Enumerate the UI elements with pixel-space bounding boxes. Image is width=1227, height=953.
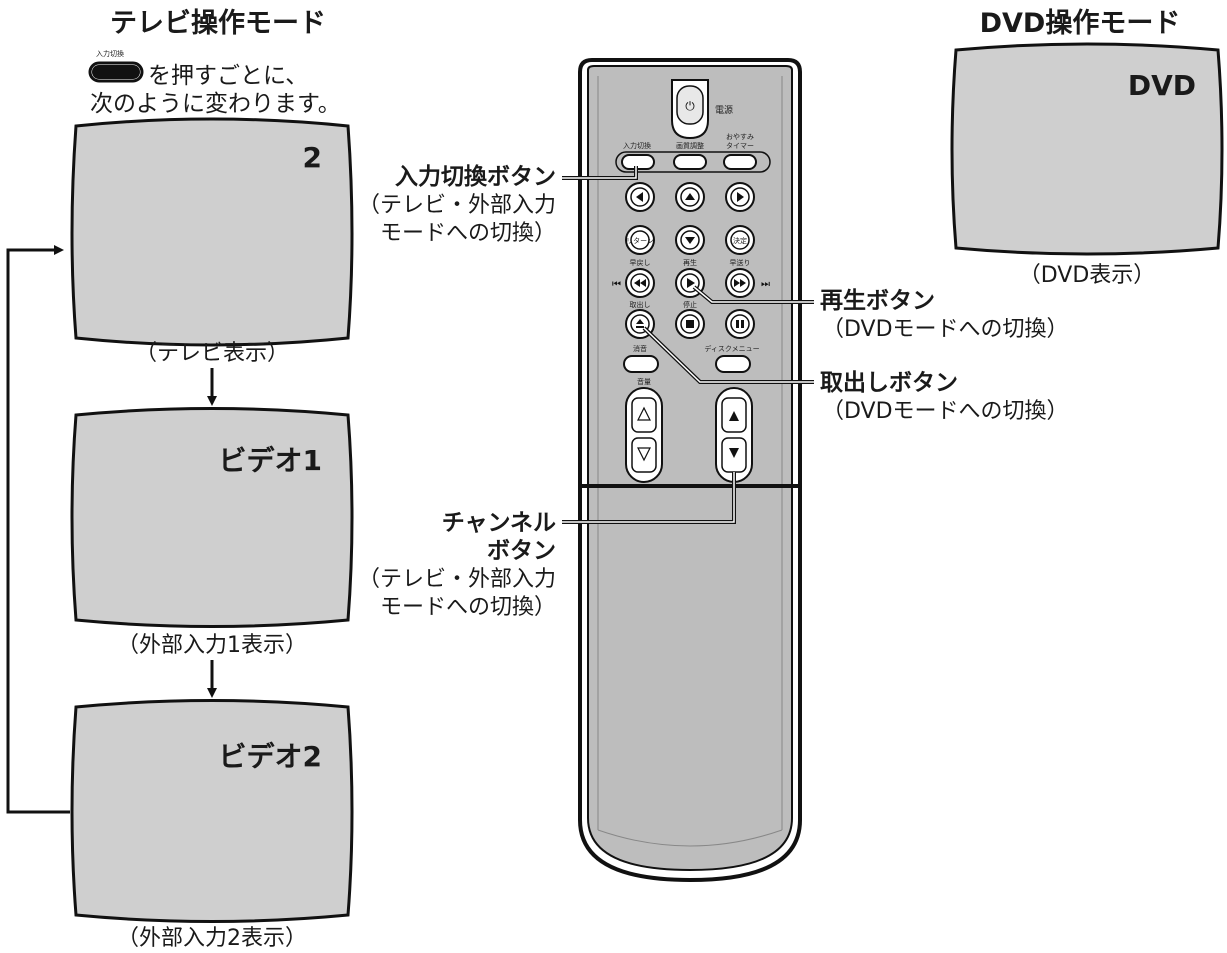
callout-channel-title: チャンネル xyxy=(442,510,556,536)
power-button[interactable]: ⏻ xyxy=(671,79,709,140)
callout-channel-line2: （テレビ・外部入力 xyxy=(358,567,556,592)
enter-button[interactable]: 決定 xyxy=(725,225,755,255)
loop-back-arrow xyxy=(6,245,70,814)
dvd-mode-title: DVD操作モード xyxy=(980,8,1181,39)
skip-back-icon: ⏮ xyxy=(612,279,621,290)
callout-input-title: 入力切換ボタン xyxy=(395,164,556,190)
tv-screen-2-caption: （外部入力1表示） xyxy=(117,633,307,658)
channel-rocker[interactable] xyxy=(715,387,753,483)
rewind-label: 早戻し xyxy=(630,258,651,267)
tv-screen-3: ビデオ2 xyxy=(70,699,354,923)
tv-screen-2: ビデオ1 xyxy=(70,407,354,628)
input-button-caption: 入力切換 xyxy=(96,49,124,58)
tv-screen-3-caption: （外部入力2表示） xyxy=(117,926,307,951)
sleep-timer-button[interactable] xyxy=(723,154,757,170)
tv-screen-1-caption: （テレビ表示） xyxy=(135,341,289,366)
volume-rocker[interactable] xyxy=(625,387,663,483)
volume-label: 音量 xyxy=(637,377,651,386)
remote-control: ⏻ 電源 入力切換 画質調整 おやすみ タイマー リターン 決定 早戻し 再生 … xyxy=(578,58,802,883)
dvd-screen: DVD xyxy=(950,42,1224,256)
disc-menu-label: ディスクメニュー xyxy=(704,344,759,353)
right-button[interactable] xyxy=(725,182,755,212)
instruction-line2: 次のように変わります。 xyxy=(90,91,341,117)
callout-channel-line3: モードへの切換） xyxy=(380,595,556,620)
stop-label: 停止 xyxy=(683,300,697,309)
mute-label: 消音 xyxy=(633,344,647,353)
callout-play-title: 再生ボタン xyxy=(820,288,935,314)
return-label: リターン xyxy=(626,236,654,245)
enter-label: 決定 xyxy=(733,236,747,245)
power-label: 電源 xyxy=(715,105,733,116)
rewind-button[interactable] xyxy=(625,268,655,298)
callout-eject-line xyxy=(643,327,814,383)
btn-sleep-label-1: おやすみ xyxy=(726,133,754,141)
mute-button[interactable] xyxy=(623,355,659,373)
callout-channel-title2: ボタン xyxy=(487,538,556,564)
ff-label: 早送り xyxy=(730,258,751,267)
btn-input-label: 入力切換 xyxy=(623,141,651,150)
btn-sleep-label-2: タイマー xyxy=(726,141,754,150)
callout-eject-title: 取出しボタン xyxy=(820,370,958,396)
callout-channel-line xyxy=(562,472,735,523)
tv-mode-title: テレビ操作モード xyxy=(110,8,326,39)
pause-button[interactable] xyxy=(725,309,755,339)
dvd-screen-caption: （DVD表示） xyxy=(1019,263,1156,288)
disc-menu-button[interactable] xyxy=(715,355,751,373)
callout-play-line xyxy=(693,286,814,303)
tv-screen-2-text: ビデオ1 xyxy=(219,444,322,477)
callout-input-line3: モードへの切換） xyxy=(380,221,556,246)
tv-screen-1: 2 xyxy=(70,117,354,347)
tv-screen-3-text: ビデオ2 xyxy=(219,740,322,773)
return-button[interactable]: リターン xyxy=(625,225,655,255)
picture-adjust-button[interactable] xyxy=(673,154,707,170)
callout-eject-line2: （DVDモードへの切換） xyxy=(822,399,1069,424)
skip-forward-icon: ⏭ xyxy=(761,279,770,290)
callout-input-line2: （テレビ・外部入力 xyxy=(358,193,556,218)
callout-play-line2: （DVDモードへの切換） xyxy=(822,317,1069,342)
callout-input-line xyxy=(562,166,637,179)
fast-forward-button[interactable] xyxy=(725,268,755,298)
play-label: 再生 xyxy=(683,258,697,267)
dvd-screen-text: DVD xyxy=(1128,69,1196,102)
eject-label: 取出し xyxy=(630,300,651,309)
instruction-line1: を押すごとに、 xyxy=(148,63,308,89)
stop-button[interactable] xyxy=(675,309,705,339)
up-button[interactable] xyxy=(675,182,705,212)
left-button[interactable] xyxy=(625,182,655,212)
btn-picture-label: 画質調整 xyxy=(676,141,704,150)
input-button-icon xyxy=(88,61,144,83)
down-button[interactable] xyxy=(675,225,705,255)
tv-screen-1-text: 2 xyxy=(303,141,322,174)
power-icon: ⏻ xyxy=(685,99,695,113)
